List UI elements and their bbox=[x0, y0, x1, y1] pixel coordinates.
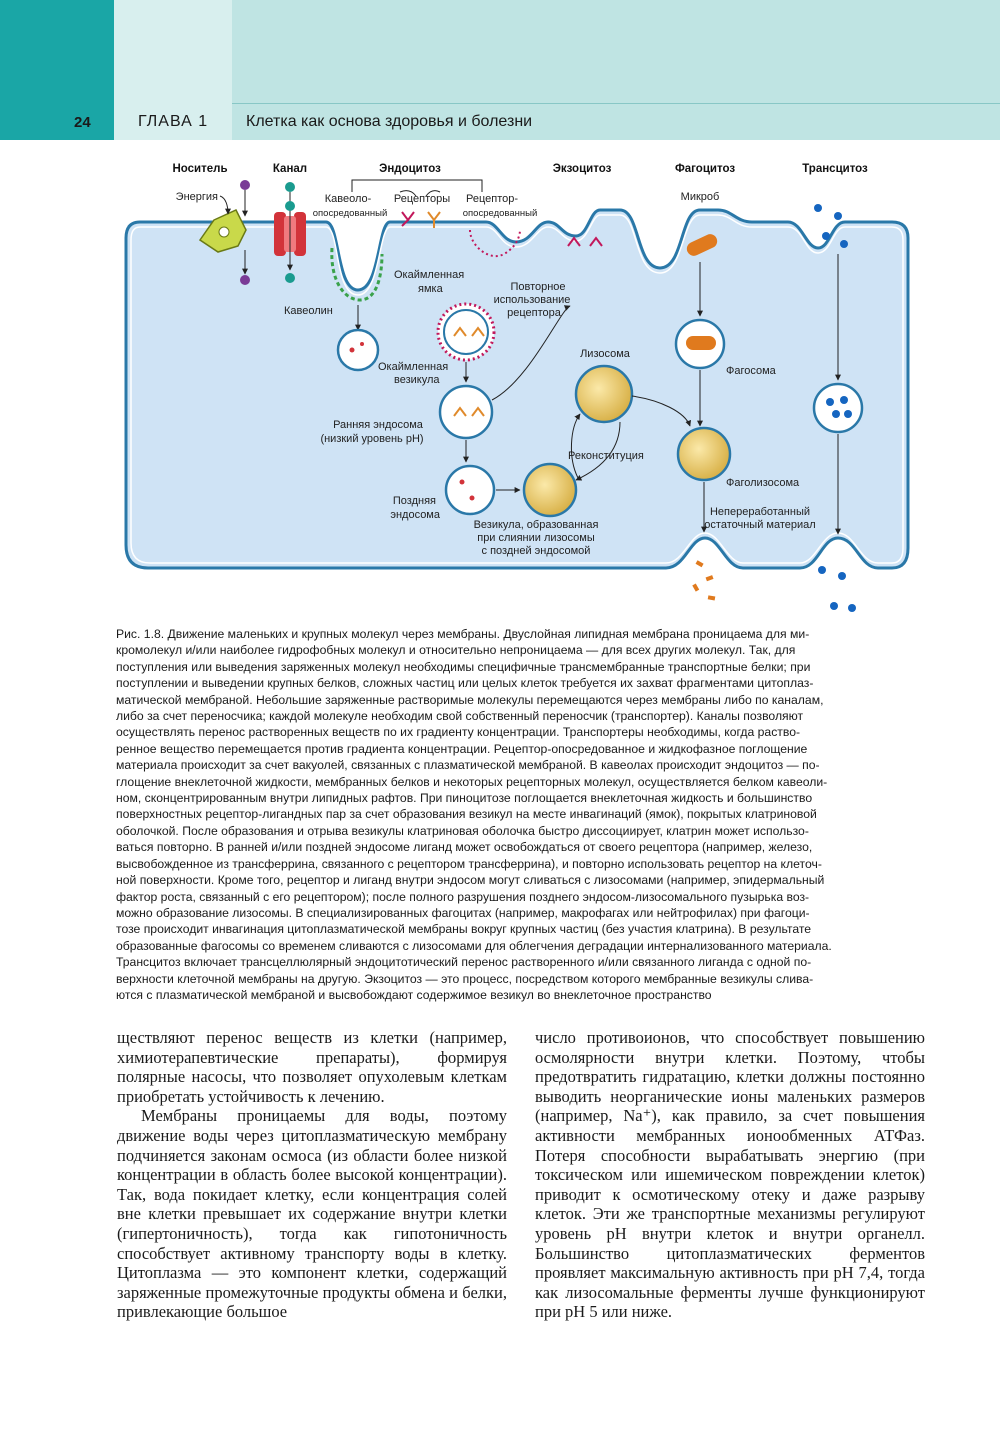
header-teal-block bbox=[0, 0, 114, 140]
label-recycling-1: Повторное bbox=[510, 281, 565, 293]
header-rule bbox=[232, 103, 1000, 104]
caption-line: можно образование лизосомы. В специализи… bbox=[116, 905, 924, 921]
caption-line: образованные фагосомы со временем сливаю… bbox=[116, 938, 924, 954]
label-caveolin: Кавеолин bbox=[284, 305, 333, 317]
caption-line: верхности клеточной мембраны на другую. … bbox=[116, 971, 924, 987]
label-late-endosome-2: эндосома bbox=[390, 509, 441, 521]
label-coated-vesicle-2: везикула bbox=[394, 374, 440, 386]
phagolysosome bbox=[678, 428, 730, 480]
label-hybrid-vesicle-1: Везикула, образованная bbox=[474, 519, 599, 531]
lysosome bbox=[576, 366, 632, 422]
label-recycling-3: рецептора bbox=[507, 307, 562, 319]
molecule-purple bbox=[240, 275, 250, 285]
label-microbe: Микроб bbox=[681, 191, 720, 203]
label-exocytosis: Экзоцитоз bbox=[553, 163, 612, 175]
label-coated-pit-1: Окаймленная bbox=[394, 269, 464, 281]
label-coated-pit-2: ямка bbox=[418, 283, 444, 295]
caption-line: поступления или выведения заряженных мол… bbox=[116, 659, 924, 675]
molecule-teal bbox=[285, 182, 295, 192]
label-early-endosome-2: (низкий уровень pH) bbox=[320, 433, 423, 445]
caption-line: материала происходит за счет вакуолей, с… bbox=[116, 757, 924, 773]
label-carrier: Носитель bbox=[172, 163, 227, 175]
molecule-teal bbox=[285, 201, 295, 211]
label-receptor-1: Рецептор- bbox=[466, 193, 518, 205]
membrane-transport-figure: Носитель Канал Эндоцитоз Экзоцитоз Фагоц… bbox=[100, 150, 920, 620]
endocytosis-bracket bbox=[352, 180, 482, 192]
body-column-right: число противоионов, что способствует пов… bbox=[535, 1028, 925, 1322]
label-caveolae-2: опосредованный bbox=[313, 208, 388, 219]
paragraph: число противоионов, что способствует пов… bbox=[535, 1028, 925, 1322]
label-energy: Энергия bbox=[176, 191, 218, 203]
label-phagocytosis: Фагоцитоз bbox=[675, 163, 735, 175]
label-phagosome: Фагосома bbox=[726, 365, 777, 377]
caption-line: поступлении и выведении крупных белков, … bbox=[116, 675, 924, 691]
figure-caption: Рис. 1.8. Движение маленьких и крупных м… bbox=[116, 626, 924, 1003]
label-receptors: Рецепторы bbox=[394, 193, 450, 205]
microbe-in-phagosome bbox=[686, 336, 716, 350]
caption-line: Рис. 1.8. Движение маленьких и крупных м… bbox=[116, 626, 924, 642]
hybrid-vesicle bbox=[524, 464, 576, 516]
chapter-title: Клетка как основа здоровья и болезни bbox=[246, 113, 532, 131]
label-residual-1: Непереработанный bbox=[710, 506, 810, 518]
label-lysosome: Лизосома bbox=[580, 348, 631, 360]
molecule-teal bbox=[285, 273, 295, 283]
label-late-endosome-1: Поздняя bbox=[393, 495, 436, 507]
label-endocytosis: Эндоцитоз bbox=[379, 163, 441, 175]
label-caveolae-1: Кавеоло- bbox=[325, 193, 372, 205]
caption-line: ренное вещество перемещается против град… bbox=[116, 741, 924, 757]
label-transcytosis: Трансцитоз bbox=[802, 163, 868, 175]
caption-line: либо за счет переносчика; каждой молекул… bbox=[116, 708, 924, 724]
caption-line: оболочкой. После образования и отрыва ве… bbox=[116, 823, 924, 839]
label-hybrid-vesicle-2: при слиянии лизосомы bbox=[477, 532, 595, 544]
body-column-left: ществляют перенос веществ из клетки (нап… bbox=[117, 1028, 507, 1322]
label-receptor-2: опосредованный bbox=[463, 208, 538, 219]
label-hybrid-vesicle-3: с поздней эндосомой bbox=[482, 545, 591, 557]
label-channel: Канал bbox=[273, 163, 307, 175]
chapter-label: ГЛАВА 1 bbox=[138, 113, 208, 131]
caption-line: ной поверхности. Кроме того, рецептор и … bbox=[116, 872, 924, 888]
paragraph: Мембраны проницаемы для воды, поэтому дв… bbox=[117, 1106, 507, 1322]
caption-line: матической мембраной. Небольшие заряженн… bbox=[116, 692, 924, 708]
caption-line: высвобожденное из трансферрина, связанно… bbox=[116, 856, 924, 872]
caption-line: фактор роста, связанный с его рецептором… bbox=[116, 889, 924, 905]
caption-line: кромолекул и/или наиболее гидрофобных мо… bbox=[116, 642, 924, 658]
late-endosome bbox=[446, 466, 494, 514]
label-recycling-2: использование bbox=[494, 294, 571, 306]
caption-line: тозе происходит инвагинация цитоплазмати… bbox=[116, 921, 924, 937]
label-residual-2: остаточный материал bbox=[704, 519, 815, 531]
caption-line: глощение внеклеточной жидкости, мембранн… bbox=[116, 774, 924, 790]
page-number: 24 bbox=[74, 114, 91, 131]
caption-line: ваться повторно. В ранней и/или поздней … bbox=[116, 839, 924, 855]
caption-line: Трансцитоз включает трансцеллюлярный энд… bbox=[116, 954, 924, 970]
label-coated-vesicle-1: Окаймленная bbox=[378, 361, 448, 373]
early-endosome bbox=[440, 386, 492, 438]
label-reconstitution: Реконституция bbox=[568, 450, 644, 462]
molecule-purple bbox=[240, 180, 250, 190]
caption-line: осуществлять перенос растворенных вещест… bbox=[116, 724, 924, 740]
caption-line: ются с плазматической мембраной и высвоб… bbox=[116, 987, 924, 1003]
caption-line: ном, сконцентрированным внутри липидных … bbox=[116, 790, 924, 806]
transcytosis-vesicle bbox=[814, 384, 862, 432]
label-early-endosome-1: Ранняя эндосома bbox=[333, 419, 424, 431]
label-phagolysosome: Фаголизосома bbox=[726, 477, 800, 489]
paragraph: ществляют перенос веществ из клетки (нап… bbox=[117, 1028, 507, 1106]
caveolar-vesicle bbox=[338, 330, 378, 370]
caption-line: поверхностных рецептор-лигандных пар за … bbox=[116, 806, 924, 822]
